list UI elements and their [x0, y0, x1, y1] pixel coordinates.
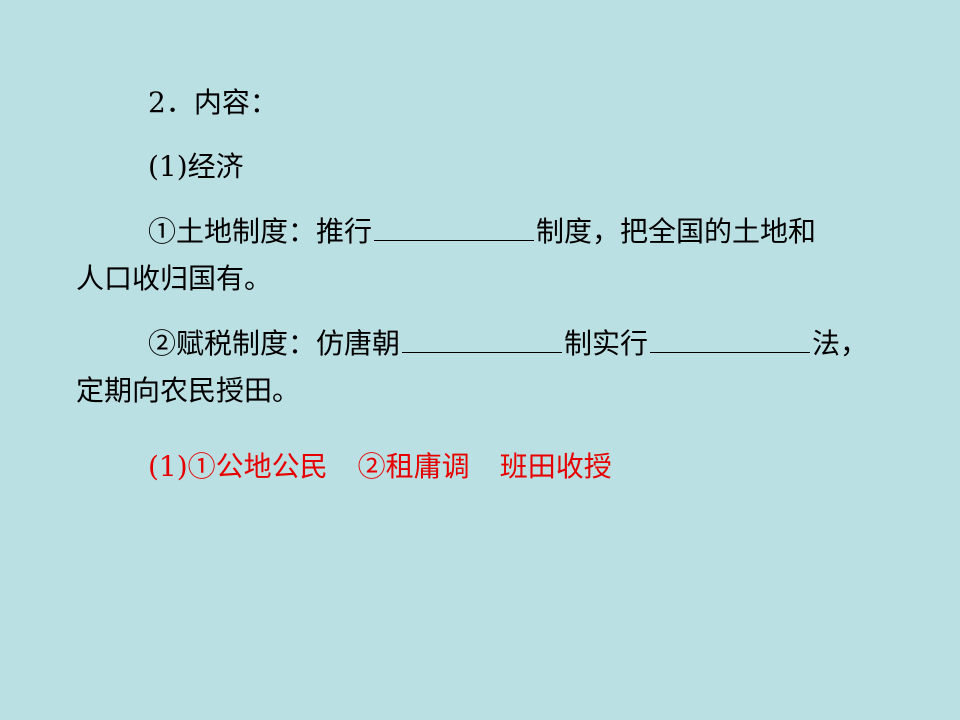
item1-line2: 人口收归国有。 — [76, 262, 273, 295]
fill-blank-1 — [374, 214, 535, 241]
item2-prefix: ②赋税制度：仿唐朝 — [148, 327, 401, 360]
answer-part3: 班田收授 — [499, 450, 612, 483]
item2-middle: 制实行 — [564, 327, 649, 360]
item2-suffix: 法， — [812, 327, 869, 360]
fill-blank-3 — [650, 326, 811, 353]
item1-middle: 制度，把全国的土地和 — [536, 215, 817, 248]
answer-part2: ②租庸调 — [357, 450, 470, 483]
answer-part1: (1)①公地公民 — [148, 450, 328, 483]
item1-prefix: ①土地制度：推行 — [148, 215, 373, 248]
item2-line1: ②赋税制度：仿唐朝 制实行 法， — [148, 326, 868, 361]
item2-line2: 定期向农民授田。 — [76, 374, 301, 407]
section-title-economy: (1)经济 — [148, 150, 244, 183]
heading: 2．内容： — [148, 86, 278, 119]
answer-line: (1)①公地公民 ②租庸调班田收授 — [148, 450, 612, 484]
fill-blank-2 — [402, 326, 563, 353]
item1-line1: ①土地制度：推行 制度，把全国的土地和 — [148, 214, 816, 249]
